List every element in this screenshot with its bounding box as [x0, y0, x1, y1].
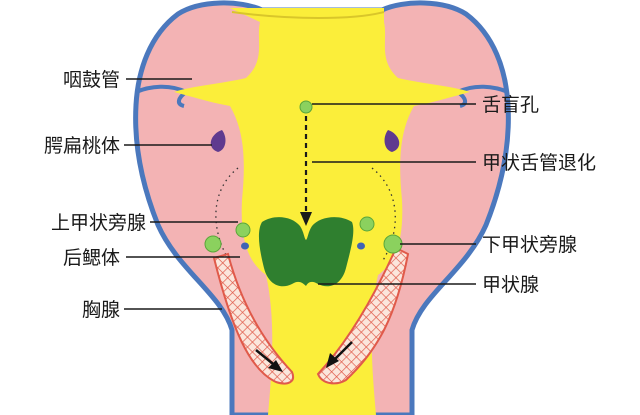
left-thymus-arrow: [255, 349, 283, 372]
label-thyroglossal-duct-regression: 甲状舌管退化: [482, 152, 596, 174]
thyroid-gland: [258, 217, 354, 287]
label-pharyngotympanic-tube: 咽鼓管: [63, 69, 120, 91]
label-foramen-cecum: 舌盲孔: [482, 94, 539, 116]
right-superior-parathyroid: [359, 216, 375, 232]
right-ultimobranchial-body: [357, 242, 365, 250]
pharynx-roof: [231, 11, 385, 19]
right-thymus-arrow: [326, 341, 353, 368]
left-thymus: [212, 252, 294, 385]
thyroglossal-duct-arrowhead: [300, 212, 312, 226]
left-palatine-tonsil: [210, 130, 226, 152]
right-inferior-parathyroid: [383, 234, 403, 254]
left-ultimobranchial-body: [241, 242, 249, 250]
pharynx-lumen: [174, 8, 470, 415]
label-inferior-parathyroid: 下甲状旁腺: [482, 234, 577, 256]
left-descent-path: [215, 167, 239, 263]
label-superior-parathyroid: 上甲状旁腺: [51, 212, 146, 234]
label-palatine-tonsil: 腭扁桃体: [44, 135, 120, 157]
label-ultimobranchial-body: 后鳃体: [63, 247, 120, 269]
right-palatine-tonsil: [384, 130, 400, 152]
label-thymus: 胸腺: [82, 299, 120, 321]
foramen-cecum: [299, 100, 313, 114]
left-inferior-parathyroid: [204, 235, 222, 253]
right-thymus: [316, 246, 410, 385]
left-superior-parathyroid: [235, 222, 251, 238]
right-descent-path: [371, 167, 396, 263]
label-thyroid-gland: 甲状腺: [482, 274, 539, 296]
